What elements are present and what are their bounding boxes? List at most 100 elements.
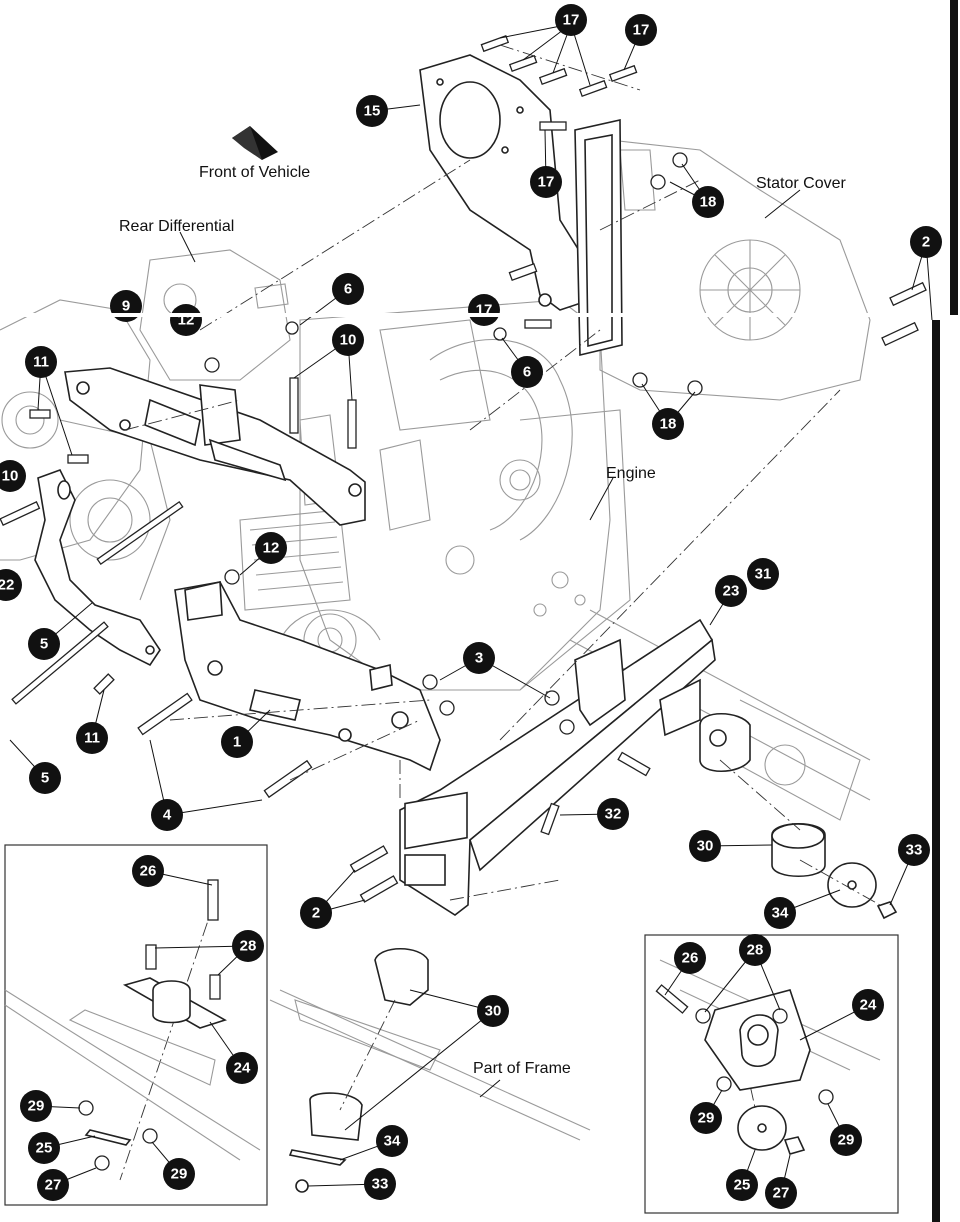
callout: 18: [652, 408, 684, 440]
svg-text:27: 27: [773, 1185, 790, 1202]
svg-text:4: 4: [163, 807, 172, 824]
engine-mount-plate: [419, 54, 623, 357]
svg-text:17: 17: [563, 12, 580, 29]
svg-text:22: 22: [0, 577, 14, 594]
svg-text:5: 5: [40, 636, 48, 653]
frame-crossmember: [399, 618, 716, 916]
svg-text:29: 29: [698, 1110, 715, 1127]
callout: 15: [356, 95, 388, 127]
svg-text:34: 34: [772, 905, 789, 922]
callout: 31: [747, 558, 779, 590]
svg-text:2: 2: [312, 905, 320, 922]
svg-text:27: 27: [45, 1177, 62, 1194]
callout: 1: [221, 726, 253, 758]
scan-gap: [0, 313, 930, 317]
lower-mount-bracket: [174, 581, 441, 772]
svg-text:15: 15: [364, 103, 381, 120]
callout: 22: [0, 569, 22, 601]
callout: 9: [110, 290, 142, 322]
svg-text:31: 31: [755, 566, 772, 583]
svg-text:11: 11: [84, 730, 100, 747]
callout: 34: [764, 897, 796, 929]
callout: 3: [463, 642, 495, 674]
front-arrow-icon: [232, 126, 278, 160]
upper-mount-bracket: [64, 367, 366, 526]
callout: 11: [25, 346, 57, 378]
svg-text:10: 10: [2, 468, 19, 485]
engine-block: [239, 299, 631, 691]
svg-text:3: 3: [475, 650, 483, 667]
label-stator-cover: Stator Cover: [756, 175, 846, 192]
svg-text:24: 24: [234, 1060, 251, 1077]
svg-text:28: 28: [747, 942, 764, 959]
svg-text:6: 6: [344, 281, 352, 298]
callout: 29: [690, 1102, 722, 1134]
svg-text:11: 11: [33, 354, 49, 371]
svg-text:29: 29: [28, 1098, 45, 1115]
label-part-of-frame: Part of Frame: [473, 1060, 571, 1077]
callout: 27: [765, 1177, 797, 1209]
callout: 33: [364, 1168, 396, 1200]
svg-text:33: 33: [906, 842, 923, 859]
side-bracket: [34, 469, 161, 667]
svg-text:25: 25: [734, 1177, 751, 1194]
callout: 30: [689, 830, 721, 862]
svg-text:26: 26: [682, 950, 699, 967]
callout: 29: [20, 1090, 52, 1122]
label-front-of-vehicle: Front of Vehicle: [199, 164, 310, 181]
svg-text:30: 30: [697, 838, 714, 855]
fasteners: [0, 34, 927, 903]
callout: 11: [76, 722, 108, 754]
svg-text:17: 17: [538, 174, 555, 191]
callout: 12: [170, 304, 202, 336]
svg-text:25: 25: [36, 1140, 53, 1157]
callout: 12: [255, 532, 287, 564]
callout: 17: [625, 14, 657, 46]
left-inset: [4, 844, 268, 1206]
svg-text:17: 17: [633, 22, 650, 39]
right-inset: [644, 934, 899, 1214]
callout: 6: [332, 273, 364, 305]
callout: 27: [37, 1169, 69, 1201]
callout: 25: [28, 1132, 60, 1164]
svg-text:5: 5: [41, 770, 49, 787]
callout: 24: [226, 1052, 258, 1084]
callout: 25: [726, 1169, 758, 1201]
svg-text:28: 28: [240, 938, 257, 955]
diagram-labels: Front of Vehicle Rear Differential Stato…: [119, 164, 846, 1077]
svg-text:29: 29: [171, 1166, 188, 1183]
callout: 26: [674, 942, 706, 974]
rear-differential: [0, 249, 291, 601]
callout: 30: [477, 995, 509, 1027]
callout: 24: [852, 989, 884, 1021]
svg-text:18: 18: [660, 416, 677, 433]
callout: 29: [163, 1158, 195, 1190]
label-engine: Engine: [606, 465, 656, 482]
svg-text:29: 29: [838, 1132, 855, 1149]
page-edge-bars: [932, 0, 958, 1222]
callout: 18: [692, 186, 724, 218]
callout: 10: [332, 324, 364, 356]
callout: 4: [151, 799, 183, 831]
svg-text:26: 26: [140, 863, 157, 880]
svg-text:12: 12: [263, 540, 280, 557]
callout: 28: [739, 934, 771, 966]
svg-text:30: 30: [485, 1003, 502, 1020]
svg-text:24: 24: [860, 997, 877, 1014]
callout: 33: [898, 834, 930, 866]
svg-text:23: 23: [723, 583, 740, 600]
svg-text:10: 10: [340, 332, 357, 349]
callout: 17: [468, 294, 500, 326]
svg-text:34: 34: [384, 1133, 401, 1150]
callout: 26: [132, 855, 164, 887]
callout: 17: [530, 166, 562, 198]
callout: 29: [830, 1124, 862, 1156]
svg-text:32: 32: [605, 806, 622, 823]
callout: 34: [376, 1125, 408, 1157]
callout: 5: [29, 762, 61, 794]
callout: 17: [555, 4, 587, 36]
svg-text:6: 6: [523, 364, 531, 381]
callout: 2: [910, 226, 942, 258]
svg-text:9: 9: [122, 298, 130, 315]
